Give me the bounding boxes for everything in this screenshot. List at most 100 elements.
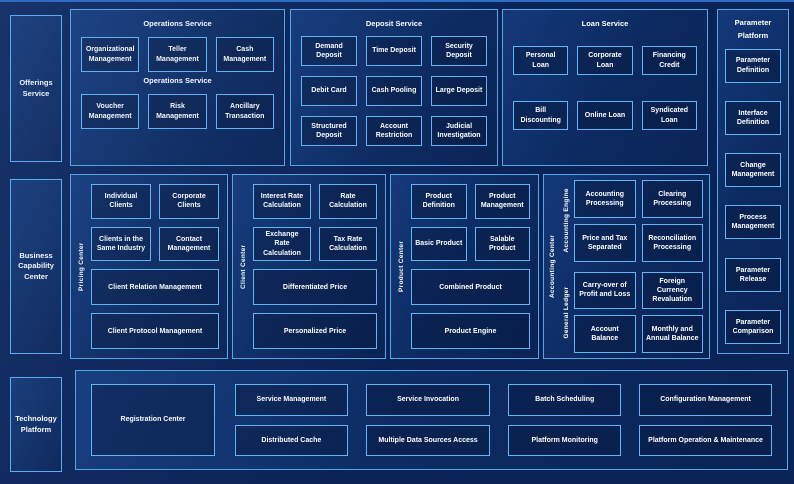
panel-product-center: Product Center Product Definition Produc… <box>390 174 539 359</box>
product-center-label: Product Center <box>398 240 405 293</box>
box-change-management: Change Management <box>725 153 781 188</box>
box-product-definition: Product Definition <box>411 184 467 219</box>
pricing-center-label: Pricing Center <box>78 242 85 291</box>
box-clients-in-the-same-industry: Clients in the Same Industry <box>91 226 151 262</box>
box-security-deposit: Security Deposit <box>431 36 487 66</box>
box-voucher-management: Voucher Management <box>81 94 140 129</box>
box-service-management: Service Management <box>235 384 348 416</box>
box-product-management: Product Management <box>474 184 530 219</box>
box-corporate-clients: Corporate Clients <box>159 184 219 219</box>
box-configuration-management: Configuration Management <box>639 384 772 416</box>
pricing-pair-row-1: Individual Clients Corporate Clients <box>91 184 219 219</box>
loan-service-title: Loan Service <box>581 19 629 28</box>
box-multiple-data-sources-access: Multiple Data Sources Access <box>365 424 491 456</box>
box-tax-rate-calculation: Tax Rate Calculation <box>319 226 377 262</box>
operations-row-1: Organizational Management Teller Managem… <box>81 37 274 72</box>
box-personal-loan: Personal Loan <box>513 46 569 75</box>
box-process-management: Process Management <box>725 205 781 240</box>
box-account-balance: Account Balance <box>574 315 636 353</box>
operations-service-title: Operations Service <box>143 19 212 28</box>
box-registration-center: Registration Center <box>91 384 215 456</box>
box-foreign-currency-revaluation: Foreign Currency Revaluation <box>641 271 703 310</box>
box-parameter-definition: Parameter Definition <box>725 48 781 83</box>
box-bill-discounting: Bill Discounting <box>513 101 569 130</box>
panel-loan-service: Loan Service Personal Loan Corporate Loa… <box>502 9 708 166</box>
box-cash-pooling: Cash Pooling <box>366 76 422 106</box>
box-teller-management: Teller Management <box>148 37 207 72</box>
client-pair-row-2: Exchange Rate Calculation Tax Rate Calcu… <box>253 226 377 262</box>
box-reconciliation-processing: Reconciliation Processing <box>641 223 703 262</box>
box-client-protocol-management: Client Protocol Management <box>91 313 219 349</box>
group-general-ledger: General Ledger Carry-over of Profit and … <box>559 271 703 353</box>
box-organizational-management: Organizational Management <box>81 37 140 72</box>
panel-operations-service: Operations Service Organizational Manage… <box>70 9 285 166</box>
box-ancillary-transaction: Ancillary Transaction <box>215 94 274 129</box>
box-combined-product: Combined Product <box>411 269 530 306</box>
deposit-row-1: Demand Deposit Time Deposit Security Dep… <box>301 36 487 66</box>
deposit-row-3: Structured Deposit Account Restriction J… <box>301 116 487 146</box>
box-batch-scheduling: Batch Scheduling <box>508 384 622 416</box>
box-financing-credit: Financing Credit <box>641 46 697 75</box>
box-account-restriction: Account Restriction <box>366 116 422 146</box>
box-basic-product: Basic Product <box>411 226 467 262</box>
box-differentiated-price: Differentiated Price <box>253 269 377 306</box>
box-interest-rate-calculation: Interest Rate Calculation <box>253 184 311 219</box>
client-center-label: Client Center <box>240 244 247 289</box>
box-platform-monitoring: Platform Monitoring <box>508 424 622 456</box>
pricing-pair-row-2: Clients in the Same Industry Contact Man… <box>91 226 219 262</box>
box-carry-over-of-profit-and-loss: Carry-over of Profit and Loss <box>574 271 636 310</box>
box-parameter-release: Parameter Release <box>725 257 781 292</box>
box-risk-management: Risk Management <box>148 94 207 129</box>
client-pair-row-1: Interest Rate Calculation Rate Calculati… <box>253 184 377 219</box>
box-parameter-comparison: Parameter Comparison <box>725 309 781 344</box>
box-product-engine: Product Engine <box>411 313 530 349</box>
box-client-relation-management: Client Relation Management <box>91 269 219 306</box>
panel-pricing-center: Pricing Center Individual Clients Corpor… <box>70 174 228 359</box>
parameter-platform-title: Parameter Platform <box>734 18 772 40</box>
box-salable-product: Salable Product <box>474 226 530 262</box>
accounting-engine-label: Accounting Engine <box>563 188 570 253</box>
accounting-center-label: Accounting Center <box>549 234 556 299</box>
product-pair-row-2: Basic Product Salable Product <box>411 226 530 262</box>
panel-accounting-center: Accounting Center Accounting Engine Acco… <box>543 174 710 359</box>
box-platform-operation-maintenance: Platform Operation & Maintenance <box>639 424 772 456</box>
box-individual-clients: Individual Clients <box>91 184 151 219</box>
box-online-loan: Online Loan <box>577 101 633 130</box>
deposit-service-title: Deposit Service <box>365 19 423 28</box>
sidebar-offerings-service: Offerings Service <box>10 15 62 162</box>
product-pair-row-1: Product Definition Product Management <box>411 184 530 219</box>
sidebar-business-capability-center: Business Capability Center <box>10 179 62 354</box>
box-large-deposit: Large Deposit <box>431 76 487 106</box>
operations-row-2: Voucher Management Risk Management Ancil… <box>81 94 274 129</box>
box-corporate-loan: Corporate Loan <box>577 46 633 75</box>
loan-row-2: Bill Discounting Online Loan Syndicated … <box>513 101 697 130</box>
box-interface-definition: Interface Definition <box>725 100 781 135</box>
box-contact-management: Contact Management <box>159 226 219 262</box>
operations-service-subtitle: Operations Service <box>143 76 212 85</box>
box-judicial-investigation: Judicial Investigation <box>431 116 487 146</box>
box-structured-deposit: Structured Deposit <box>301 116 357 146</box>
group-accounting-engine: Accounting Engine Accounting Processing … <box>559 180 703 262</box>
box-rate-calculation: Rate Calculation <box>319 184 377 219</box>
box-debit-card: Debit Card <box>301 76 357 106</box>
panel-parameter-platform: Parameter Platform Parameter Definition … <box>717 9 789 354</box>
box-time-deposit: Time Deposit <box>366 36 422 66</box>
parameter-platform-stack: Parameter Definition Interface Definitio… <box>725 48 781 345</box>
deposit-row-2: Debit Card Cash Pooling Large Deposit <box>301 76 487 106</box>
box-distributed-cache: Distributed Cache <box>235 424 348 456</box>
loan-row-1: Personal Loan Corporate Loan Financing C… <box>513 46 697 75</box>
box-demand-deposit: Demand Deposit <box>301 36 357 66</box>
box-cash-management: Cash Management <box>215 37 274 72</box>
box-service-invocation: Service Invocation <box>365 384 491 416</box>
panel-client-center: Client Center Interest Rate Calculation … <box>232 174 386 359</box>
box-syndicated-loan: Syndicated Loan <box>641 101 697 130</box>
panel-technology-platform: Registration Center Service Management S… <box>75 370 788 470</box>
box-personalized-price: Personalized Price <box>253 313 377 349</box>
box-price-and-tax-separated: Price and Tax Separated <box>574 223 636 262</box>
general-ledger-label: General Ledger <box>563 286 570 339</box>
technology-grid: Service Management Service Invocation Ba… <box>235 384 772 456</box>
box-clearing-processing: Clearing Processing <box>641 180 703 218</box>
box-accounting-processing: Accounting Processing <box>574 180 636 218</box>
box-exchange-rate-calculation: Exchange Rate Calculation <box>253 226 311 262</box>
